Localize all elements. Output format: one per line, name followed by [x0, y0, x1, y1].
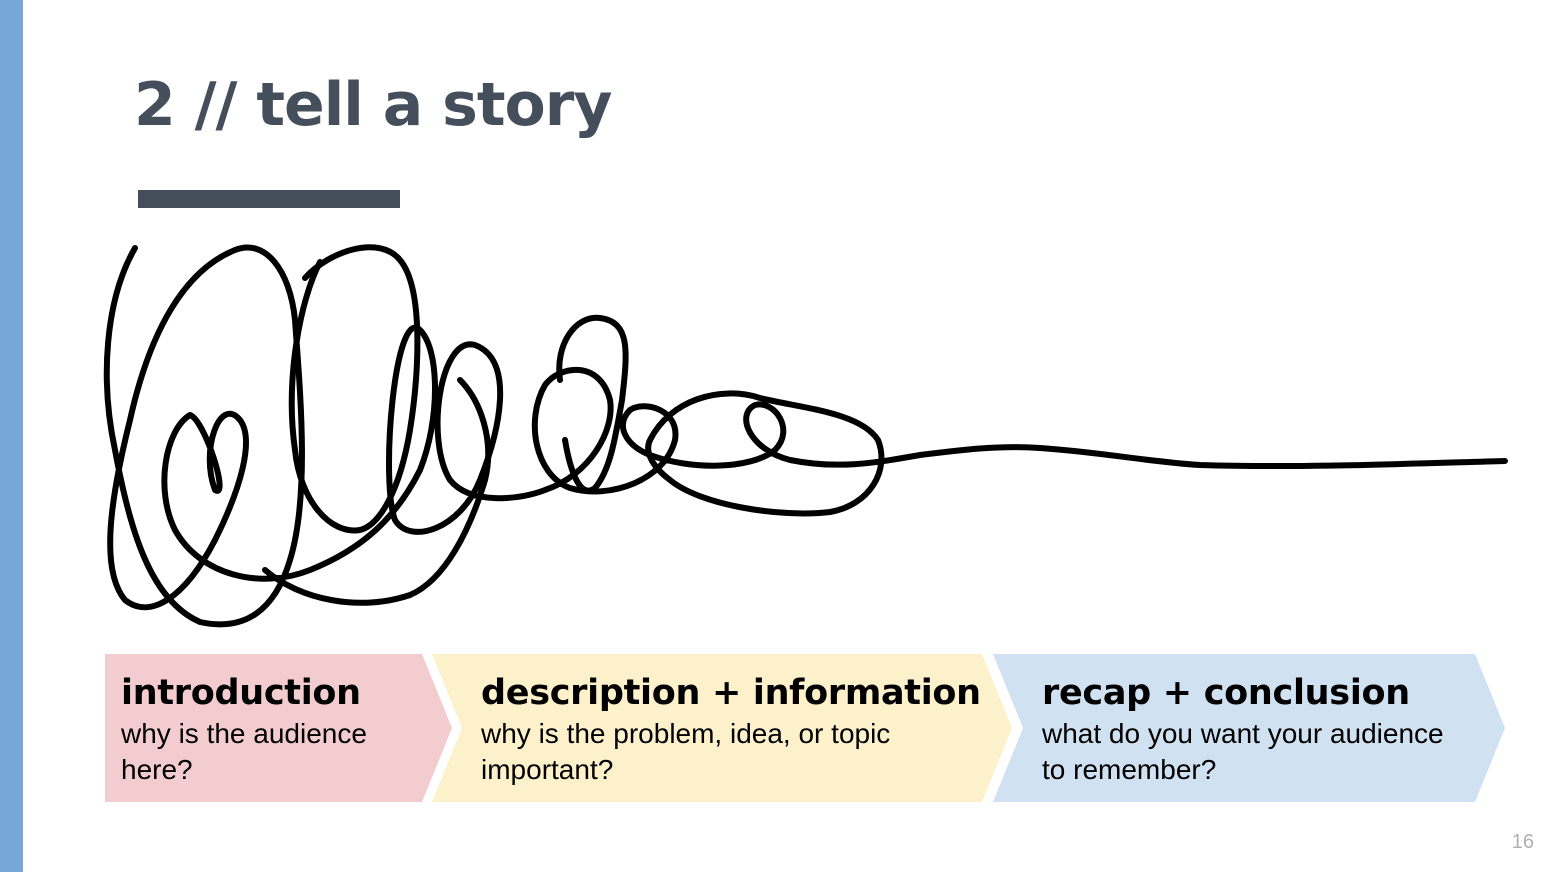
title-underline — [138, 190, 400, 208]
step-recap-conclusion: recap + conclusion what do you want your… — [1042, 672, 1462, 788]
left-accent-bar — [0, 0, 23, 872]
step-title: introduction — [121, 673, 361, 713]
step-description: why is the problem, idea, or topic impor… — [481, 718, 891, 785]
step-title: description + information — [481, 673, 981, 713]
step-description-information: description + information why is the pro… — [481, 672, 981, 788]
slide-title: 2 // tell a story — [134, 70, 612, 140]
step-title: recap + conclusion — [1042, 673, 1410, 713]
slide-number: 16 — [1511, 831, 1534, 853]
step-conclusion-shape — [993, 654, 1505, 802]
step-introduction-shape — [105, 654, 452, 802]
step-description: what do you want your audience to rememb… — [1042, 718, 1444, 785]
step-description-shape — [432, 654, 1012, 802]
step-introduction: introduction why is the audience here? — [121, 672, 421, 788]
step-description: why is the audience here? — [121, 718, 367, 785]
